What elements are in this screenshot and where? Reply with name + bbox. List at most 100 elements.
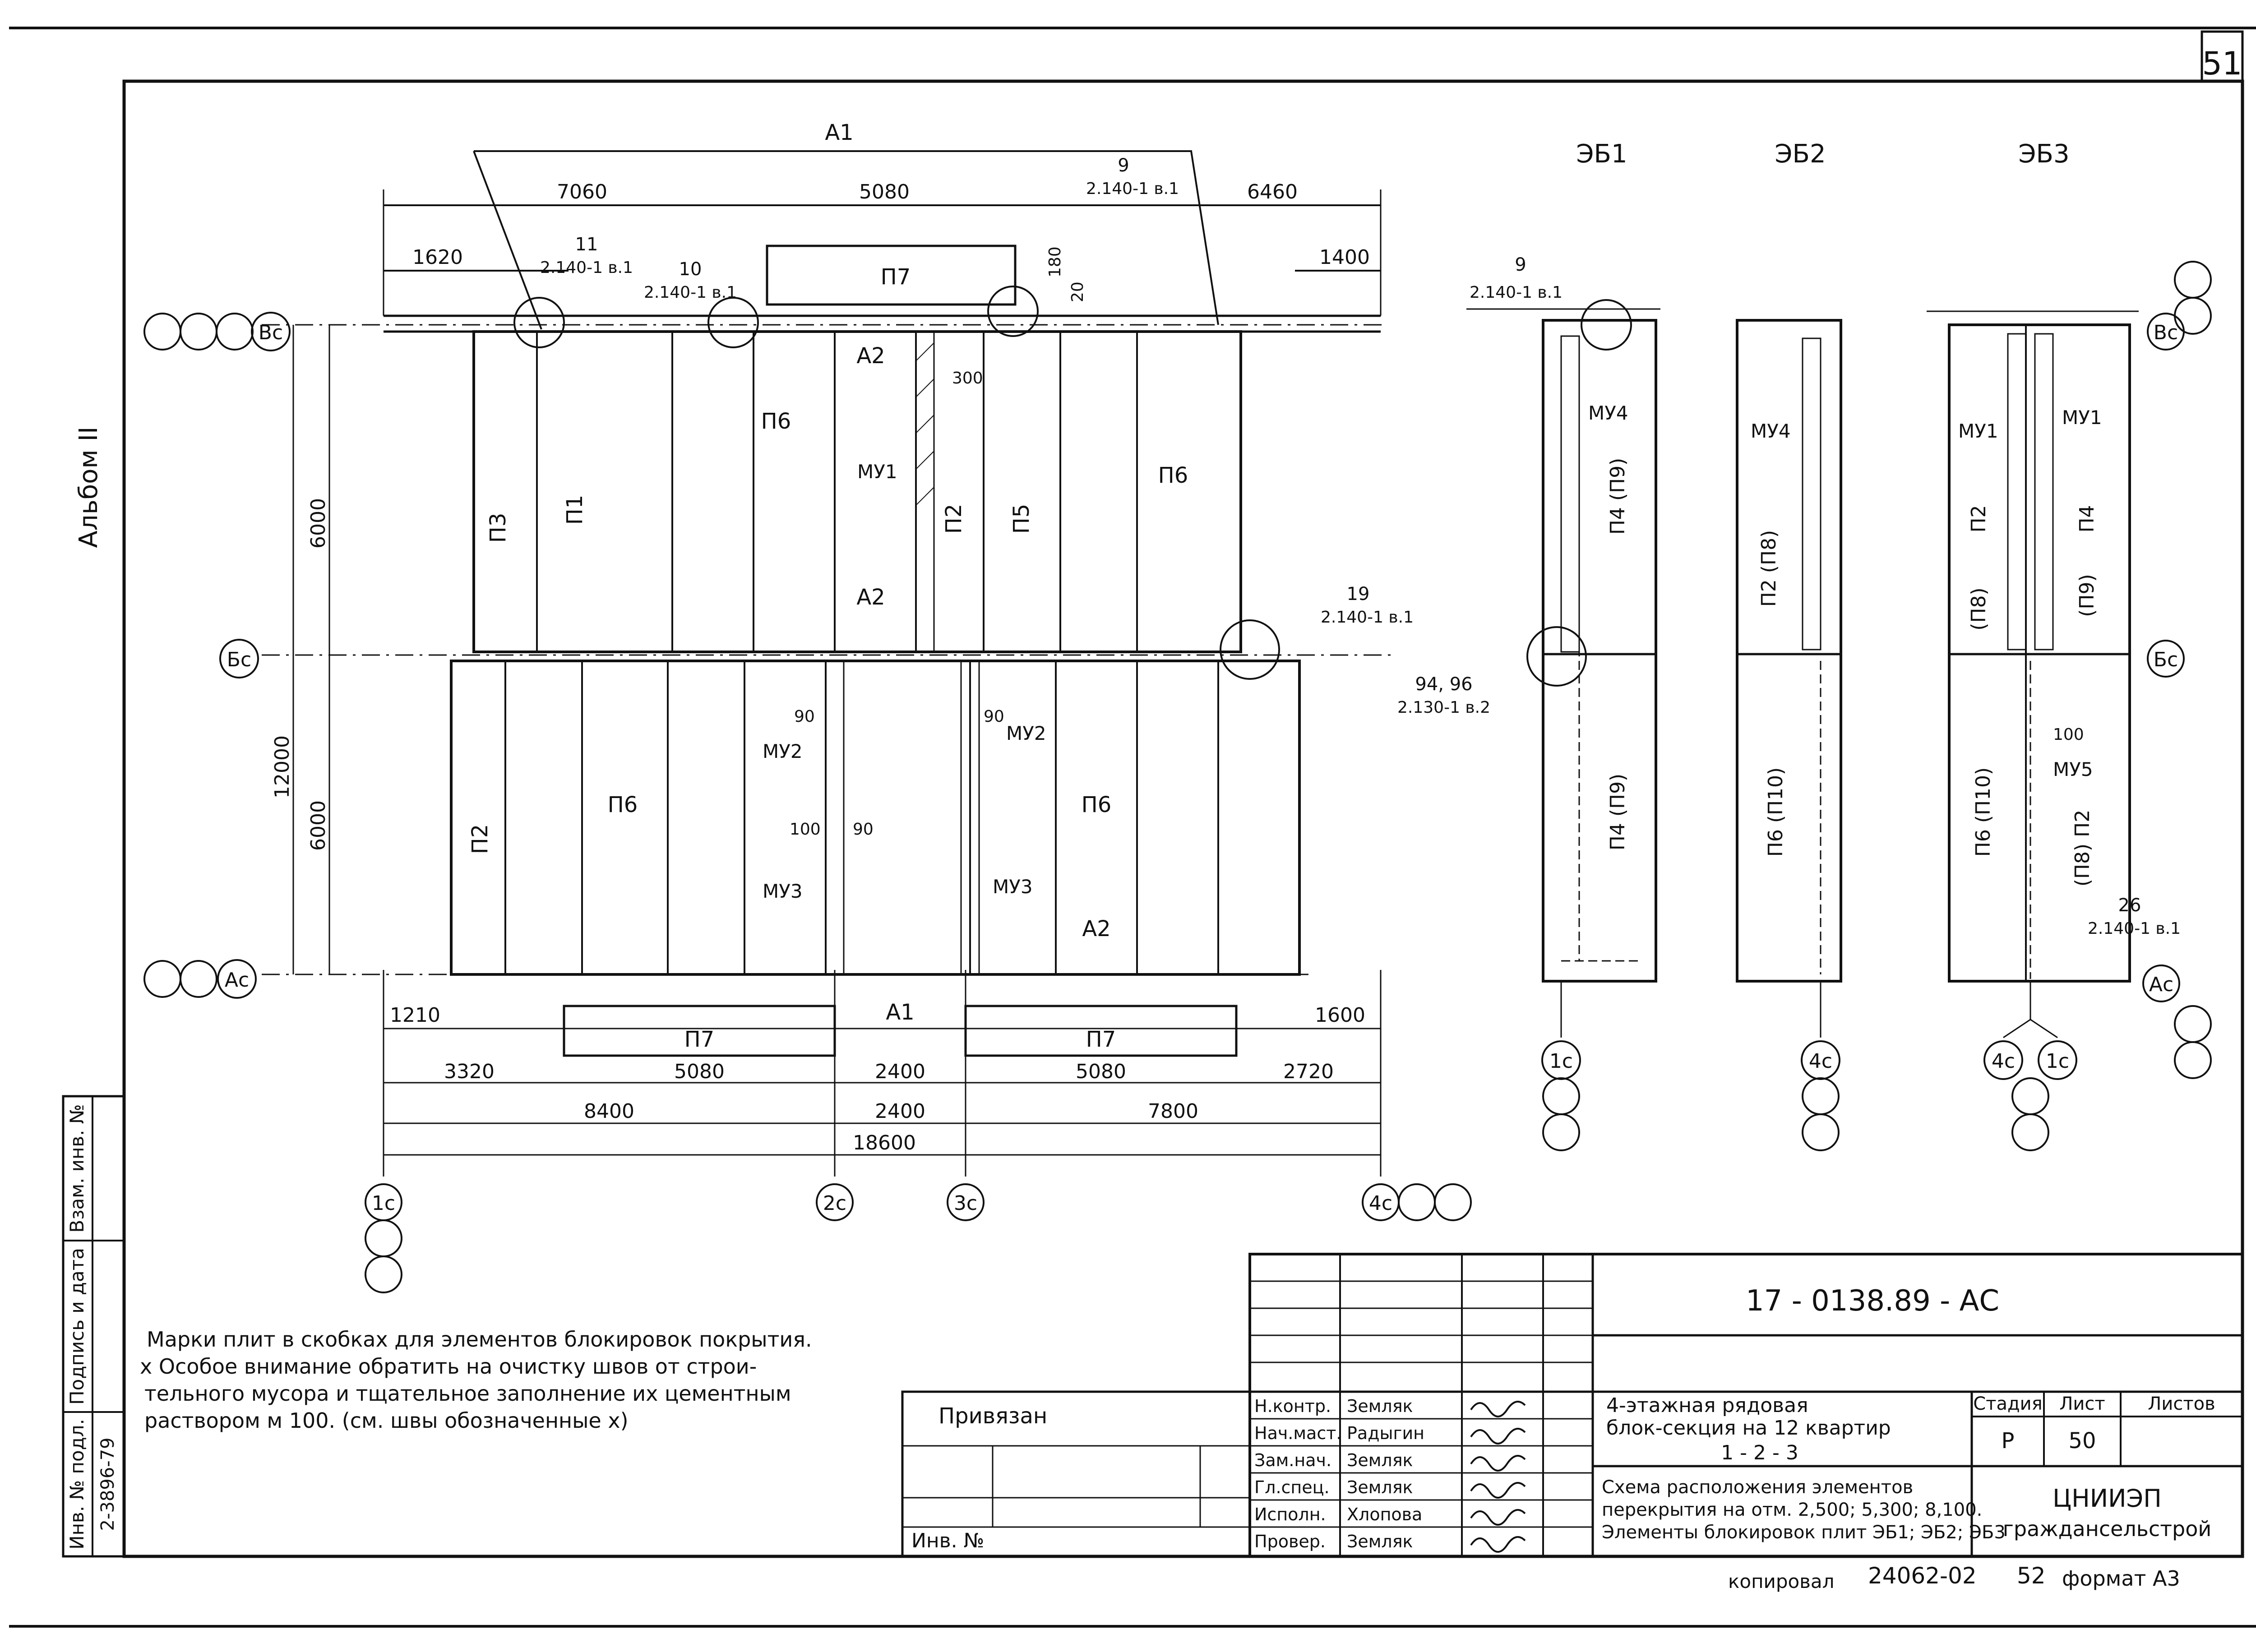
tb-role-3: Зам.нач. bbox=[1254, 1450, 1331, 1470]
callout-9-num: 9 bbox=[1118, 155, 1129, 176]
tb-role-2: Нач.маст. bbox=[1254, 1423, 1341, 1443]
slab-p5: П5 bbox=[1009, 504, 1034, 534]
slab-p6-upper-left: П6 bbox=[761, 409, 791, 434]
eb3-slab-top-b2: (П9) bbox=[2076, 574, 2099, 617]
dim-left-2: 12000 bbox=[271, 735, 294, 798]
axis-bubbles-bottom bbox=[365, 1183, 1472, 1293]
callout-9-ref: 2.140-1 в.1 bbox=[1086, 180, 1179, 198]
eb1-axis-bubble bbox=[1541, 1040, 1581, 1080]
note-line-1: Марки плит в скобках для элементов блоки… bbox=[147, 1327, 812, 1352]
dim-bottom-3a: 8400 bbox=[584, 1100, 634, 1123]
eb3-row-mid: Бс bbox=[2154, 648, 2178, 671]
eb3-slab-top-b: П4 bbox=[2076, 505, 2099, 532]
tb-role-4: Гл.спец. bbox=[1254, 1477, 1330, 1497]
axis-bubble-as bbox=[217, 959, 257, 999]
eb1-note-ref: 2.130-1 в.2 bbox=[1397, 698, 1490, 717]
tb-inv-no: Инв. № bbox=[911, 1529, 984, 1552]
block-eb1 bbox=[1466, 299, 1660, 1151]
eb3-joint-a: МУ1 bbox=[1958, 420, 1998, 442]
footer-num: 24062-02 bbox=[1868, 1563, 1977, 1589]
eb3-row-bubble-mid bbox=[2147, 640, 2185, 678]
dim-bottom-1b: 1600 bbox=[1315, 1004, 1365, 1027]
slab-p2-lower: П2 bbox=[467, 824, 493, 854]
dim-misc-90a: 90 bbox=[794, 707, 815, 726]
section-a2-3: А2 bbox=[1082, 916, 1110, 941]
section-a1-bottom: А1 bbox=[886, 1000, 914, 1025]
sheet-number: 51 bbox=[2202, 45, 2242, 82]
footer-copied: копировал bbox=[1728, 1570, 1835, 1592]
tb-name-6: Земляк bbox=[1347, 1532, 1413, 1551]
eb2-slab-bottom: П6 (П10) bbox=[1764, 767, 1787, 857]
dim-top-2: 5080 bbox=[859, 180, 910, 203]
axis-label-1c: 1с bbox=[372, 1192, 395, 1215]
strip-inv-value: 2-3896-79 bbox=[97, 1437, 118, 1531]
eb3-row-top: Вс bbox=[2154, 321, 2178, 344]
tb-sheet-line-3: Элементы блокировок плит ЭБ1; ЭБ2; ЭБ3 bbox=[1602, 1522, 2006, 1543]
dim-left-3: 6000 bbox=[307, 800, 330, 851]
eb1-title: ЭБ1 bbox=[1576, 139, 1627, 169]
title-block bbox=[901, 1253, 2244, 1558]
dim-misc-90b: 90 bbox=[984, 707, 1004, 726]
strip-label-replace: Взам. инв. № bbox=[66, 1104, 88, 1232]
tb-sheet-label: Лист bbox=[2059, 1394, 2105, 1414]
eb2-slab-top: П2 (П8) bbox=[1757, 530, 1780, 607]
tb-stage: Р bbox=[2002, 1428, 2015, 1454]
tb-org-2: граждансельстрой bbox=[2003, 1517, 2212, 1541]
axis-label-vs: Вс bbox=[259, 321, 283, 344]
callout-19-ref: 2.140-1 в.1 bbox=[1321, 608, 1414, 627]
eb1-slab-top: П4 (П9) bbox=[1606, 458, 1629, 535]
note-line-4: раствором м 100. (см. швы обозначенные х… bbox=[144, 1408, 629, 1433]
eb3-slab-top-a: П2 bbox=[1967, 505, 1990, 532]
block-eb2 bbox=[1736, 319, 1842, 1151]
eb3-joint-c: МУ5 bbox=[2053, 758, 2093, 780]
note-line-2: х Особое внимание обратить на очистку шв… bbox=[140, 1354, 757, 1379]
dim-top-small-1: 1620 bbox=[412, 246, 463, 269]
tb-sheet-line-1: Схема расположения элементов bbox=[1602, 1477, 1913, 1498]
eb2-axis-bubble bbox=[1801, 1040, 1840, 1080]
axis-bubble-vs bbox=[251, 312, 291, 351]
tb-role-1: Н.контр. bbox=[1254, 1396, 1331, 1416]
section-a2-1: А2 bbox=[856, 343, 885, 369]
dim-total: 18600 bbox=[853, 1131, 916, 1154]
tb-sheet-line-2: перекрытия на отм. 2,500; 5,300; 8,100. bbox=[1602, 1500, 1982, 1520]
axis-label-as: Ас bbox=[225, 969, 249, 992]
joint-mu3-left: МУ3 bbox=[763, 880, 803, 902]
tb-stage-label: Стадия bbox=[1973, 1394, 2042, 1414]
tb-name-4: Земляк bbox=[1347, 1477, 1413, 1497]
slab-p6-upper-right: П6 bbox=[1158, 463, 1188, 488]
eb3-axis-bubble-a bbox=[1983, 1040, 2023, 1080]
dim-top-small-2: 1400 bbox=[1319, 246, 1370, 269]
callout-10-ref: 2.140-1 в.1 bbox=[644, 283, 737, 302]
block-eb3 bbox=[1927, 261, 2212, 1151]
dim-bottom-1a: 1210 bbox=[390, 1004, 440, 1027]
tb-code: 17 - 0138.89 - АС bbox=[1746, 1284, 1999, 1318]
eb3-axis-bubble-b bbox=[2038, 1040, 2077, 1080]
strip-label-sign: Подпись и дата bbox=[66, 1248, 88, 1405]
eb1-slab-bottom: П4 (П9) bbox=[1606, 774, 1629, 850]
note-line-3: тельного мусора и тщательное заполнение … bbox=[144, 1381, 791, 1406]
eb3-axis-b: 1с bbox=[2046, 1050, 2069, 1073]
eb2-axis: 4с bbox=[1809, 1050, 1832, 1073]
callout-19-num: 19 bbox=[1347, 584, 1370, 605]
signatures bbox=[1470, 1401, 1526, 1553]
tb-name-5: Хлопова bbox=[1347, 1504, 1422, 1524]
strip-label-inv: Инв. № подл. bbox=[66, 1419, 88, 1550]
footer-page: 52 bbox=[2017, 1563, 2046, 1589]
tb-name-1: Земляк bbox=[1347, 1396, 1413, 1416]
eb2-title: ЭБ2 bbox=[1775, 139, 1826, 169]
eb3-slab-top-a2: (П8) bbox=[1967, 587, 1990, 630]
dim-top-3: 6460 bbox=[1247, 180, 1298, 203]
tb-name-2: Радыгин bbox=[1347, 1423, 1424, 1443]
slab-p7-bottom-right: П7 bbox=[1086, 1027, 1116, 1052]
axis-label-2c: 2с bbox=[823, 1192, 846, 1215]
slab-p3: П3 bbox=[485, 513, 511, 543]
tb-sheets-label: Листов bbox=[2148, 1394, 2215, 1414]
dim-bottom-2b: 5080 bbox=[674, 1060, 725, 1083]
eb3-callout-ref: 2.140-1 в.1 bbox=[2088, 919, 2181, 938]
slab-p2-upper: П2 bbox=[941, 504, 966, 534]
eb1-callout-num: 9 bbox=[1515, 254, 1526, 275]
joint-mu2-right: МУ2 bbox=[1006, 722, 1046, 744]
dim-bottom-2d: 5080 bbox=[1076, 1060, 1126, 1083]
axis-label-4c: 4с bbox=[1369, 1192, 1392, 1215]
